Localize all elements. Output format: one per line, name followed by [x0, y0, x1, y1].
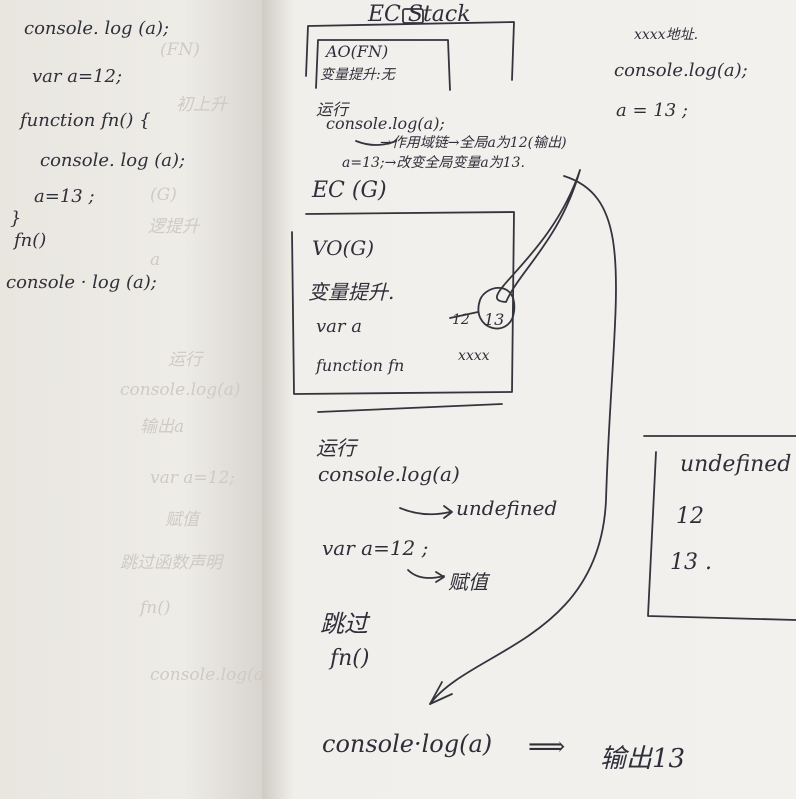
ghost-text: 初上升	[176, 95, 227, 115]
vo-box	[291, 211, 515, 395]
ghost-text: a	[150, 250, 161, 270]
vo-box-title: VO(G)	[312, 236, 375, 260]
stack-outline	[305, 21, 515, 81]
flow-arrow-head	[429, 681, 453, 705]
code-line-function-fn: function fn() {	[20, 110, 151, 131]
vo-var-line: var a	[316, 316, 362, 337]
address-label: xxxx地址.	[634, 27, 699, 43]
fn-run-note-1: →作用域链→全局a为12(输出)	[380, 135, 567, 151]
vo-var-old-value: 12	[452, 312, 470, 328]
final-arrow: ⟹	[528, 732, 566, 762]
flow-arrow	[429, 175, 617, 705]
ghost-text: 输出a	[140, 417, 185, 437]
stack-title: EC Stack	[368, 2, 471, 27]
vo-fn-line: function fn	[316, 356, 405, 375]
vo-fn-value: xxxx	[458, 348, 490, 364]
ao-box	[315, 39, 451, 91]
output-value-1: undefined	[680, 452, 792, 477]
result-arrow-1	[399, 505, 453, 519]
output-value-3: 13 .	[670, 550, 712, 575]
output-box	[643, 435, 796, 621]
note-arrow	[355, 140, 397, 146]
vo-box-subtitle: 变量提升.	[308, 280, 395, 304]
ghost-text: 运行	[168, 350, 202, 370]
code-line-inner-console-log: console. log (a);	[40, 150, 186, 171]
output-value-2: 12	[676, 504, 704, 529]
ghost-text: fn()	[140, 598, 171, 618]
ghost-text: 逻提升	[148, 217, 199, 237]
fn-run-line-1: console.log(a);	[326, 114, 445, 133]
code-line-assign-a: a=13 ;	[34, 186, 95, 207]
final-output: 输出13	[600, 744, 686, 774]
ghost-text: 跳过函数声明	[120, 553, 222, 573]
global-run-heading: 运行	[316, 436, 356, 460]
ghost-text: console.log(a)	[150, 665, 271, 685]
ghost-text: (G)	[150, 185, 177, 205]
result-arrow-2	[407, 569, 445, 583]
ghost-text: 赋值	[165, 510, 199, 530]
top-right-assign: a = 13 ;	[616, 100, 688, 121]
section-divider	[317, 403, 503, 413]
fn-run-heading: 运行	[316, 100, 349, 119]
global-run-skip: 跳过	[320, 610, 368, 638]
strike-mark	[449, 311, 479, 319]
ghost-text: console.log(a)	[120, 380, 241, 400]
ec-global-label: EC (G)	[312, 178, 387, 203]
ao-box-subtitle: 变量提升:无	[320, 67, 395, 83]
value-oval	[477, 287, 516, 330]
code-line-fn-call: fn()	[14, 230, 47, 251]
code-line-console-log: console. log (a);	[24, 18, 170, 39]
global-run-fn-call: fn()	[330, 646, 370, 671]
global-run-result-1: undefined	[456, 496, 558, 520]
stack-title-box	[402, 8, 424, 24]
final-console-log: console·log(a)	[322, 730, 493, 758]
pointer-loop	[496, 169, 581, 303]
top-right-console-log: console.log(a);	[614, 60, 748, 81]
ghost-text: (FN)	[160, 40, 200, 60]
code-line-final-console-log: console · log (a);	[6, 272, 157, 293]
global-run-result-2: 赋值	[448, 570, 488, 594]
vo-var-new-value: 13	[484, 310, 505, 329]
left-notebook-page: (FN) 初上升 (G) 逻提升 a 运行 console.log(a) 输出a…	[0, 0, 271, 799]
ao-box-title: AO(FN)	[326, 42, 389, 61]
global-run-line-2: var a=12 ;	[322, 536, 429, 560]
code-line-var-a: var a=12;	[32, 66, 123, 87]
ghost-text: var a=12;	[150, 468, 236, 488]
code-line-close-brace: }	[10, 208, 22, 229]
right-notebook-page	[262, 0, 796, 799]
fn-run-line-2: a=13;→改变全局变量a为13.	[342, 155, 525, 171]
global-run-line-1: console.log(a)	[318, 462, 460, 486]
